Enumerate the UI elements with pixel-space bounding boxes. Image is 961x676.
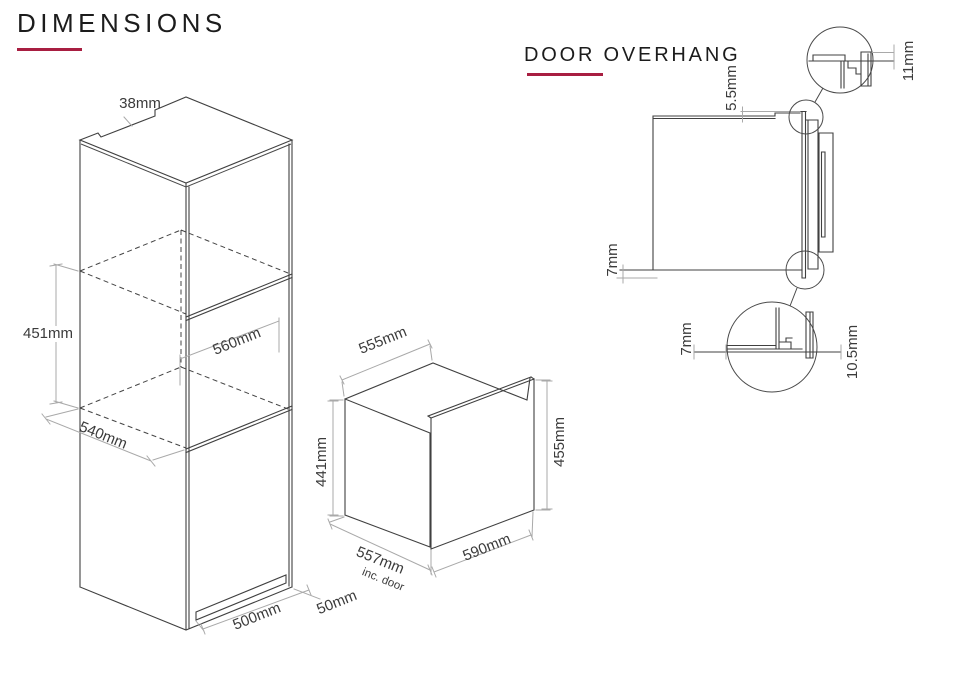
cabinet-top-face-inner-edges xyxy=(80,143,292,188)
callout-circle-top-detail xyxy=(806,26,874,94)
dim-line-555mm xyxy=(339,339,433,397)
dim-line-500mm xyxy=(195,584,312,635)
cabinet-drawing: 38mm 451mm 560mm 540mm 500mm 50mm xyxy=(23,95,359,635)
dim-label-top-depth: 555mm xyxy=(356,323,409,357)
callout-circle-bottom-detail xyxy=(726,301,818,393)
dim-label-front-height: 455mm xyxy=(551,417,568,467)
dim-line-557mm xyxy=(327,516,433,576)
callout-circle-bottom-small xyxy=(785,250,825,290)
overhang-door-front-panel xyxy=(818,132,834,253)
title-underline xyxy=(527,73,603,76)
bottom-detail-section: 7mm 10.5mm xyxy=(678,307,861,379)
callout-leader-lines xyxy=(789,87,824,307)
dim-label-aperture-depth: 560mm xyxy=(210,324,263,358)
oven-body-edges xyxy=(344,362,531,548)
callout-circle-top-small xyxy=(788,99,824,135)
dim-label-bottom-detail-right: 10.5mm xyxy=(844,325,861,379)
dim-label-top-gap: 5.5mm xyxy=(723,65,740,111)
top-detail-lines xyxy=(808,51,895,89)
dim-label-body-height: 441mm xyxy=(313,437,330,487)
overhang-cabinet-outline xyxy=(619,112,803,271)
dim-line-540mm xyxy=(41,408,185,467)
dim-label-front-width: 590mm xyxy=(460,530,513,564)
top-detail-section: 11mm xyxy=(808,41,917,89)
oven-drawing: 555mm 441mm 455mm 557mm inc. door 590mm xyxy=(313,323,568,594)
dim-line-38mm xyxy=(123,116,133,127)
dim-line-455mm xyxy=(535,379,553,511)
cabinet-top-face xyxy=(78,96,294,184)
dim-line-50mm xyxy=(293,588,321,600)
label-mask xyxy=(25,326,72,342)
dim-ticks-bottom-detail xyxy=(693,344,842,360)
dim-line-7mm-main xyxy=(616,264,658,284)
dim-label-top-rail: 38mm xyxy=(119,95,161,112)
dim-line-11mm xyxy=(871,44,895,70)
dim-label-bottom-gap: 7mm xyxy=(604,243,621,276)
cabinet-edges xyxy=(79,139,293,631)
door-overhang-drawing: 5.5mm 7mm 11mm 7mm 10.5mm xyxy=(604,26,917,393)
cabinet-plinth-groove xyxy=(195,574,287,621)
dim-line-560mm xyxy=(179,317,280,386)
section-title-door-overhang: DOOR OVERHANG xyxy=(524,44,741,66)
dim-label-top-detail: 11mm xyxy=(900,41,917,82)
dim-line-590mm xyxy=(431,511,534,578)
dim-label-plinth-recess: 50mm xyxy=(314,587,359,618)
oven-door-top-sliver xyxy=(427,376,535,419)
section-title-dimensions: DIMENSIONS xyxy=(17,8,227,38)
overhang-door-section xyxy=(800,110,819,279)
bottom-detail-lines xyxy=(693,307,842,359)
dim-label-aperture-height: 451mm xyxy=(23,325,73,342)
cabinet-cavity-hidden-lines xyxy=(79,229,289,449)
dim-label-bottom-detail-left: 7mm xyxy=(678,322,695,355)
dim-label-plinth-width: 500mm xyxy=(230,599,283,633)
oven-door-face xyxy=(430,378,535,550)
cabinet-aperture-edges xyxy=(185,273,293,454)
dim-line-441mm xyxy=(327,399,344,517)
title-underline xyxy=(17,48,82,51)
